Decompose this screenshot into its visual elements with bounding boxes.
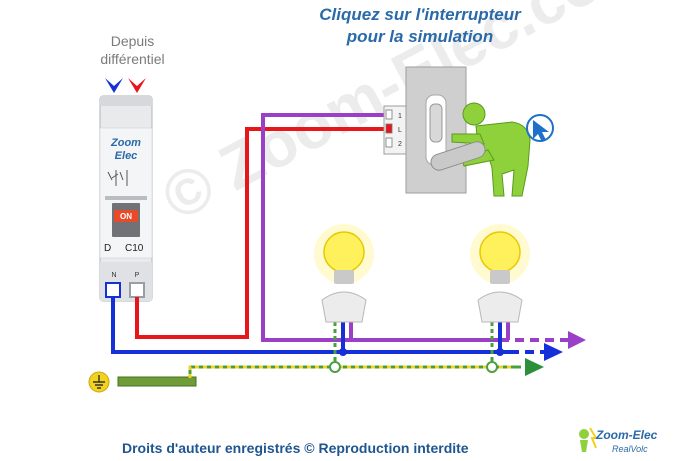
- return-wire-lamp1: [261, 113, 388, 342]
- neutral-supply-arrow-icon: [105, 78, 123, 93]
- source-label-line-2: différentiel: [100, 51, 165, 67]
- source-label-line-1: Depuis: [110, 33, 155, 49]
- switch-terminal-2-label: 2: [398, 141, 402, 148]
- neutral-continuation-arrow-icon: [544, 343, 563, 361]
- light-bulb-2: [470, 224, 530, 323]
- earth-bar: [117, 376, 197, 387]
- earth-junction-lamp2: [486, 361, 498, 373]
- light-switch[interactable]: 1 L 2: [383, 66, 467, 194]
- logo-tagline: RealVolc: [612, 444, 648, 454]
- breaker-symbol-icon: [107, 170, 128, 186]
- circuit-breaker: Zoom Elec ON D C10 N P: [99, 95, 153, 302]
- phase-wire: [135, 127, 388, 339]
- instruction-line-2: pour la simulation: [346, 27, 494, 46]
- neutral-terminal: [105, 282, 121, 298]
- breaker-state-label: ON: [120, 212, 132, 221]
- neutral-wire: [111, 297, 510, 354]
- logo-name: Zoom-Elec: [596, 428, 658, 442]
- instruction-line-1: Cliquez sur l'interrupteur: [319, 5, 521, 24]
- switch-terminal-l-label: L: [398, 127, 402, 134]
- return-continuation-arrow-icon: [568, 331, 586, 349]
- breaker-on-indicator: [114, 210, 138, 222]
- earth-wire: [188, 365, 515, 378]
- switch-rocker-bar: [430, 141, 486, 171]
- green-figure-icon: [451, 102, 531, 197]
- simulation-instruction: Cliquez sur l'interrupteur pour la simul…: [0, 4, 674, 48]
- earth-junction-lamp1: [329, 361, 341, 373]
- phase-terminal: [129, 282, 145, 298]
- breaker-curve-label: D: [104, 243, 111, 254]
- zoom-elec-logo-icon: [579, 427, 598, 452]
- click-hand-icon[interactable]: [526, 114, 554, 142]
- breaker-terminal-p-label: P: [135, 272, 140, 279]
- breaker-brand-line-1: Zoom: [110, 137, 141, 149]
- breaker-terminal-n-label: N: [111, 272, 116, 279]
- breaker-brand-line-2: Elec: [115, 150, 138, 162]
- source-label: Depuis différentiel: [80, 32, 185, 68]
- phase-supply-arrow-icon: [128, 78, 146, 93]
- copyright-footer: Droits d'auteur enregistrés © Reproducti…: [122, 440, 469, 456]
- breaker-rating-label: C10: [125, 243, 144, 254]
- light-bulb-1: [314, 224, 374, 323]
- switch-terminal-1-label: 1: [398, 113, 402, 120]
- earth-continuation-arrow-icon: [525, 358, 544, 376]
- earth-symbol-icon: [88, 371, 110, 393]
